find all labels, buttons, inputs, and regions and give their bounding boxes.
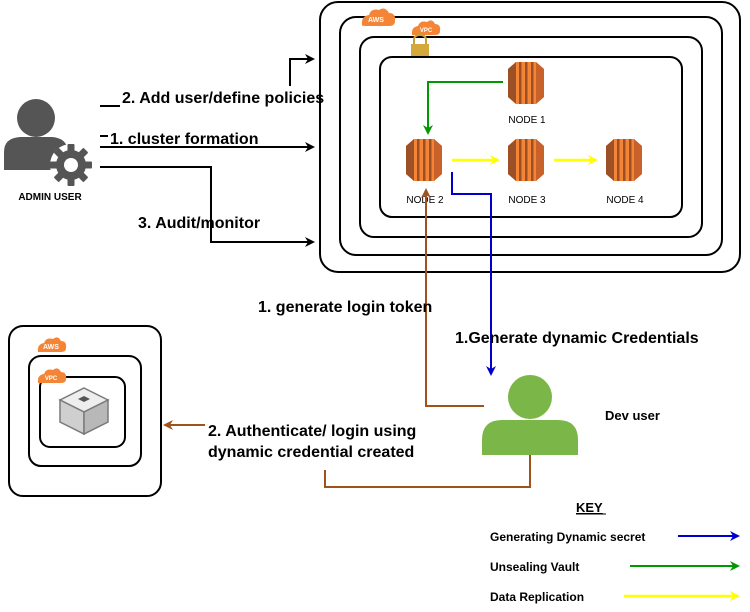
admin-user-label: ADMIN USER bbox=[18, 192, 82, 203]
ec2-instance-icon bbox=[508, 139, 544, 181]
vpc-container bbox=[339, 16, 723, 256]
vpc-badge-label: VPC bbox=[420, 28, 433, 34]
node-1: NODE 1 bbox=[508, 62, 546, 126]
legend: KEY Generating Dynamic secret Unsealing … bbox=[490, 500, 740, 604]
legend-label-dynamic-secret: Generating Dynamic secret bbox=[490, 530, 645, 544]
aws-cloud-container bbox=[319, 1, 741, 273]
gear-icon bbox=[50, 144, 92, 186]
admin-user-icon bbox=[4, 99, 92, 186]
node-label: NODE 4 bbox=[606, 195, 644, 206]
legend-title: KEY bbox=[576, 500, 603, 515]
add-user-arrow-tail bbox=[289, 54, 315, 86]
authenticate-arrow bbox=[324, 455, 531, 488]
remote-vpc-badge-label: VPC bbox=[45, 376, 58, 382]
subnet-container bbox=[359, 36, 703, 238]
instance-box-icon bbox=[58, 387, 110, 436]
audit-arrow bbox=[100, 166, 315, 247]
legend-label-replication: Data Replication bbox=[490, 590, 584, 604]
ec2-instance-icon bbox=[606, 139, 642, 181]
ec2-instance-icon bbox=[508, 62, 544, 104]
remote-aws-badge-label: AWS bbox=[43, 344, 59, 351]
dynamic-credentials-label: 1.Generate dynamic Credentials bbox=[455, 330, 699, 347]
node-4: NODE 4 bbox=[606, 139, 644, 206]
node-label: NODE 1 bbox=[508, 115, 546, 126]
vpc-cloud-icon: VPC bbox=[411, 20, 441, 35]
remote-vpc-cloud-icon: VPC bbox=[37, 368, 67, 383]
remote-aws-cloud-icon: AWS bbox=[37, 337, 67, 352]
ec2-instance-icon bbox=[406, 139, 442, 181]
remote-vpc-container bbox=[28, 355, 142, 467]
step-audit-monitor: 3. Audit/monitor bbox=[138, 215, 260, 232]
remote-subnet-container bbox=[39, 376, 126, 448]
dynamic-credentials-arrow bbox=[451, 172, 496, 376]
nodes-container bbox=[379, 56, 683, 218]
remote-aws-container bbox=[8, 325, 162, 497]
login-token-label: 1. generate login token bbox=[258, 299, 432, 316]
unseal-arrow bbox=[423, 81, 503, 135]
node-label: NODE 3 bbox=[508, 195, 546, 206]
step-add-user: 2. Add user/define policies bbox=[122, 90, 324, 107]
aws-cloud-icon: AWS bbox=[361, 8, 396, 26]
dev-user-icon bbox=[482, 375, 578, 455]
login-token-arrow bbox=[421, 188, 484, 407]
lock-icon bbox=[411, 33, 429, 56]
node-3: NODE 3 bbox=[508, 139, 546, 206]
legend-label-unsealing: Unsealing Vault bbox=[490, 560, 579, 574]
authenticate-label-line2: dynamic credential created bbox=[208, 444, 414, 461]
dev-user-label: Dev user bbox=[605, 408, 660, 423]
authenticate-label-line1: 2. Authenticate/ login using bbox=[208, 423, 416, 440]
aws-badge-label: AWS bbox=[368, 17, 384, 24]
step-cluster-formation: 1. cluster formation bbox=[110, 131, 258, 148]
